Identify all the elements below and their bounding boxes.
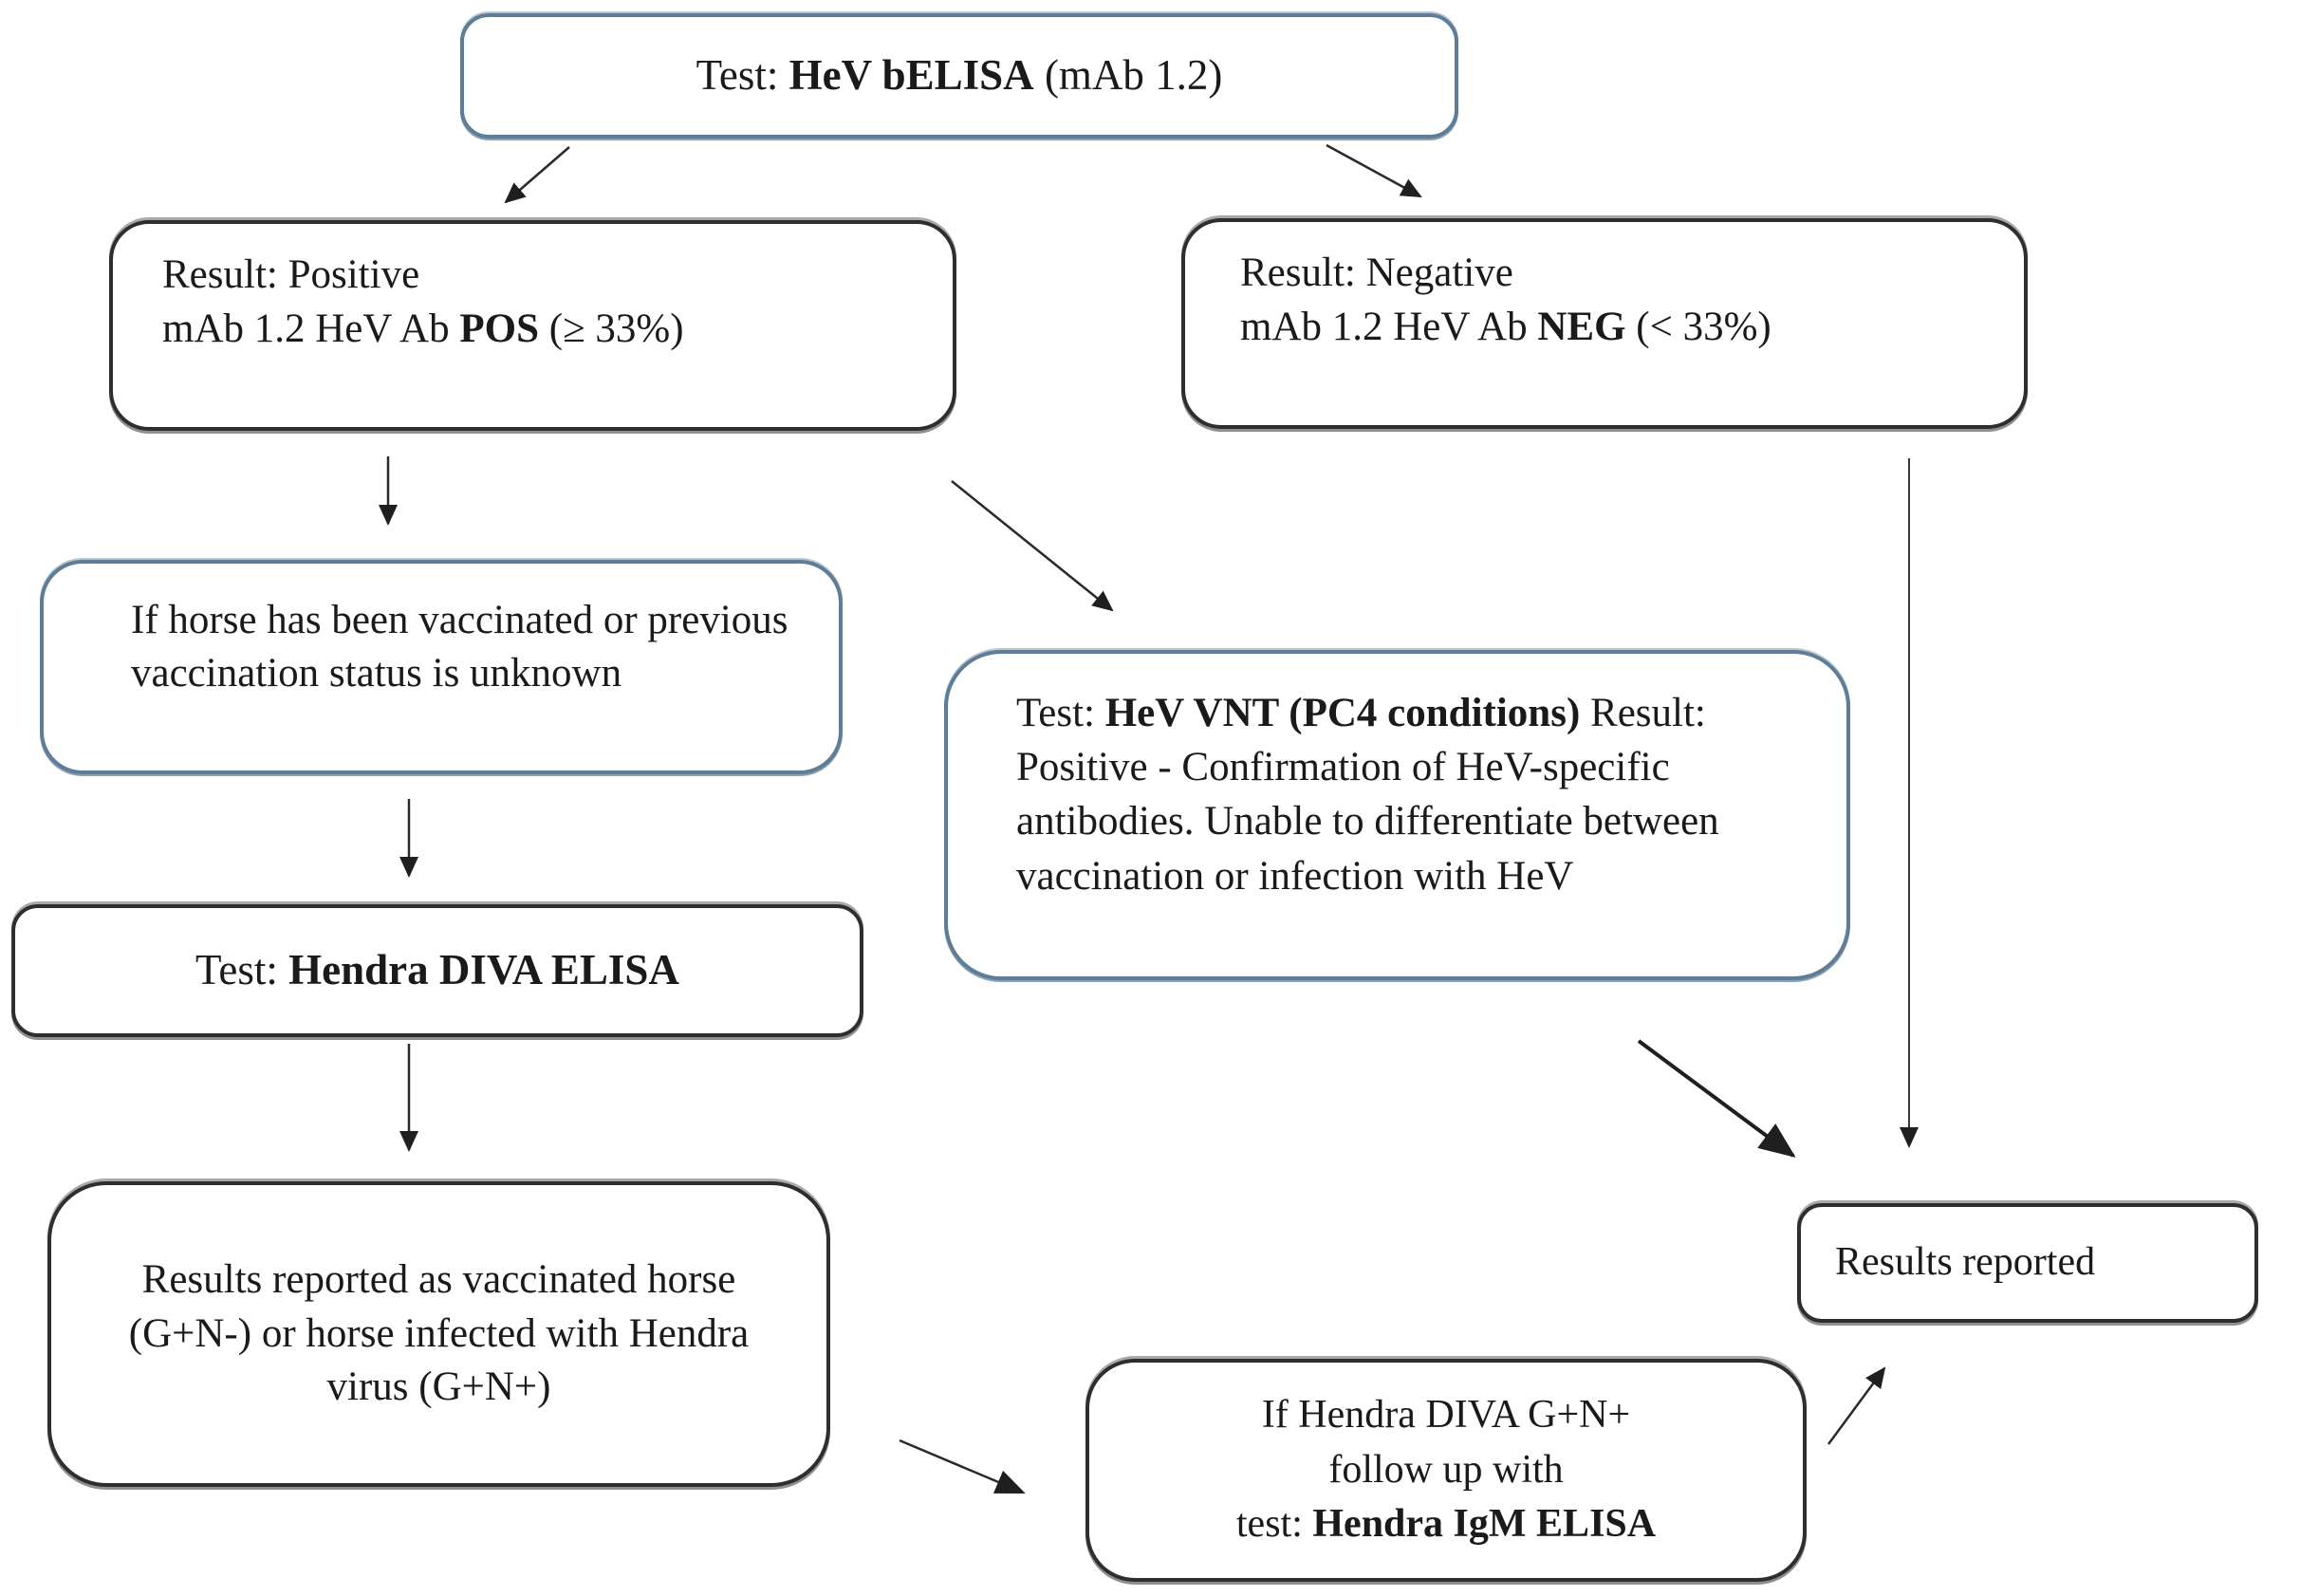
result-positive-line1: Result: Positive bbox=[162, 252, 420, 297]
label-bold: Hendra IgM ELISA bbox=[1312, 1502, 1657, 1547]
arrow-positive-to-vnt bbox=[951, 480, 1114, 612]
label-bold: NEG bbox=[1537, 304, 1626, 349]
if-hendra-line2: follow up with bbox=[1328, 1447, 1564, 1492]
if-hendra-line3: test: Hendra IgM ELISA bbox=[1236, 1497, 1656, 1552]
if-hendra-line1: If Hendra DIVA G+N+ bbox=[1261, 1392, 1631, 1437]
node-if-hendra-diva-gn: If Hendra DIVA G+N+ follow up with test:… bbox=[1085, 1359, 1807, 1582]
node-result-positive: Result: Positive mAb 1.2 HeV Ab POS (≥ 3… bbox=[109, 220, 956, 431]
arrow-belisa-to-negative bbox=[1326, 143, 1422, 198]
label-bold: POS bbox=[459, 306, 539, 351]
results-reported-text: Results reported bbox=[1835, 1240, 2096, 1285]
if-hendra-diva-label: If Hendra DIVA G+N+ follow up with test:… bbox=[1236, 1388, 1656, 1553]
label-prefix: Test: bbox=[195, 946, 289, 994]
arrow-belisa-to-positive bbox=[504, 146, 570, 204]
hev-vnt-result-text: Result: Positive - Confirmation of HeV-s… bbox=[1016, 691, 1719, 899]
arrow-vnt-to-reported bbox=[1637, 1039, 1796, 1158]
if-vaccinated-text: If horse has been vaccinated or previous… bbox=[131, 598, 788, 696]
label-prefix: test: bbox=[1235, 1502, 1313, 1547]
node-results-vaccinated: Results reported as vaccinated horse (G+… bbox=[47, 1181, 830, 1487]
label-suffix: (mAb 1.2) bbox=[1033, 51, 1223, 100]
label-prefix: Test: bbox=[696, 51, 789, 100]
label-bold: Hendra DIVA ELISA bbox=[288, 946, 679, 994]
label-suffix: (< 33%) bbox=[1625, 304, 1771, 349]
label-bold: HeV bELISA bbox=[788, 51, 1034, 100]
node-test-hev-belisa-label: Test: HeV bELISA (mAb 1.2) bbox=[696, 47, 1223, 103]
label-bold: HeV VNT (PC4 conditions) bbox=[1104, 691, 1581, 735]
node-results-reported: Results reported bbox=[1797, 1203, 2258, 1323]
arrow-resultsvaccinated-to-ifhendra bbox=[899, 1438, 1026, 1494]
arrow-ifhendra-to-reported bbox=[1827, 1366, 1886, 1445]
result-negative-line2: mAb 1.2 HeV Ab NEG (< 33%) bbox=[1240, 301, 1995, 355]
label-prefix: Test: bbox=[1016, 691, 1105, 735]
label-prefix: mAb 1.2 HeV Ab bbox=[1240, 304, 1538, 349]
node-test-hev-belisa: Test: HeV bELISA (mAb 1.2) bbox=[460, 13, 1458, 139]
result-positive-line2: mAb 1.2 HeV Ab POS (≥ 33%) bbox=[162, 303, 924, 357]
result-negative-line1: Result: Negative bbox=[1240, 251, 1513, 295]
node-if-vaccinated: If horse has been vaccinated or previous… bbox=[40, 560, 843, 774]
node-result-negative: Result: Negative mAb 1.2 HeV Ab NEG (< 3… bbox=[1181, 218, 2028, 429]
node-hev-vnt: Test: HeV VNT (PC4 conditions) Result: P… bbox=[944, 650, 1850, 980]
label-prefix: mAb 1.2 HeV Ab bbox=[162, 306, 460, 351]
hev-vnt-text: Test: HeV VNT (PC4 conditions) Result: P… bbox=[1016, 686, 1808, 903]
label-suffix: (≥ 33%) bbox=[539, 306, 684, 351]
results-vaccinated-text: Results reported as vaccinated horse (G+… bbox=[128, 1256, 750, 1410]
hendra-diva-label: Test: Hendra DIVA ELISA bbox=[195, 942, 679, 998]
node-hendra-diva-elisa: Test: Hendra DIVA ELISA bbox=[11, 904, 863, 1037]
